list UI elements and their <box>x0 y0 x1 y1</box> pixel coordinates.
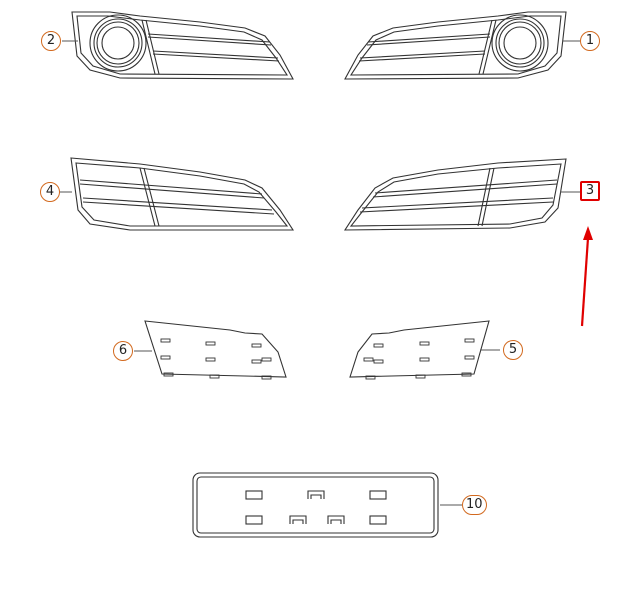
callout-1[interactable]: 1 <box>580 31 600 51</box>
callout-2[interactable]: 2 <box>41 31 61 51</box>
part-2-left-fog-grille <box>71 11 294 80</box>
callout-4[interactable]: 4 <box>40 182 60 202</box>
part-3-right-grille-insert <box>343 158 567 231</box>
part-10-rect-plate <box>192 472 439 538</box>
part-1-right-fog-grille <box>344 11 567 80</box>
callout-6[interactable]: 6 <box>113 341 133 361</box>
highlight-arrow <box>580 226 593 327</box>
callout-10[interactable]: 10 <box>462 495 487 515</box>
part-6-left-cover-plate <box>144 320 287 380</box>
part-4-left-grille-insert <box>70 157 295 231</box>
callout-3[interactable]: 3 <box>580 181 600 201</box>
callout-5[interactable]: 5 <box>503 340 523 360</box>
part-5-right-cover-plate <box>349 320 490 380</box>
